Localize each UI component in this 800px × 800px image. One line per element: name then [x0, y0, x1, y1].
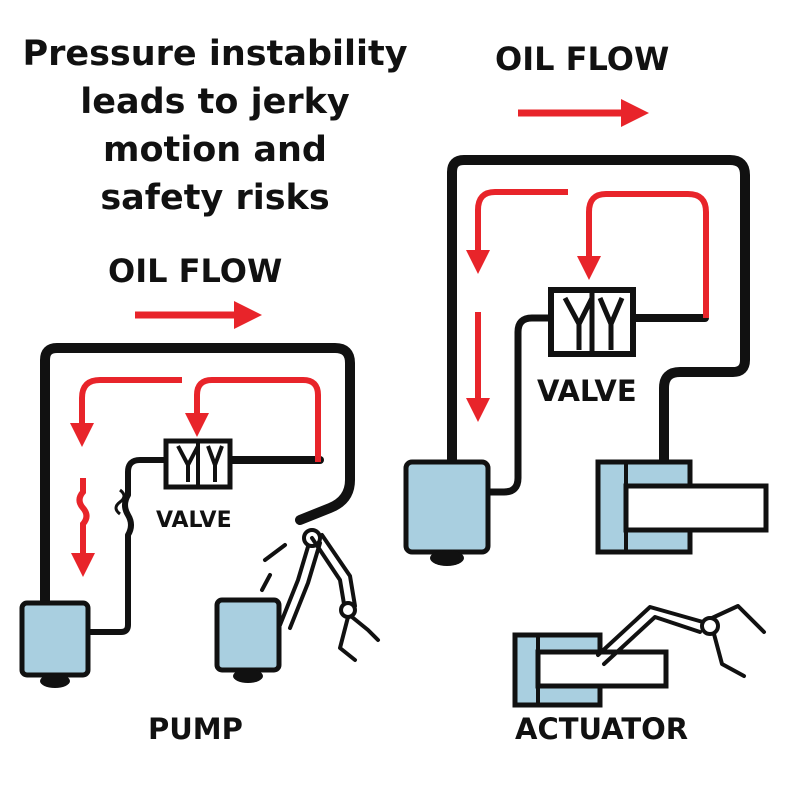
- headline-line-2: leads to jerky: [80, 82, 350, 122]
- right-valve-label: VALVE: [537, 374, 637, 408]
- headline-line-1: Pressure instability: [22, 34, 408, 74]
- left-valve-in-pipe: [87, 457, 168, 635]
- left-valve-label: VALVE: [156, 508, 232, 533]
- headline-line-3: motion and: [103, 130, 327, 170]
- headline-line-4: safety risks: [100, 178, 330, 218]
- right-circuit: [403, 99, 769, 708]
- right-pump-icon: [403, 459, 491, 566]
- right-flow-arrow-return: [466, 189, 568, 274]
- left-pump-icon: [19, 600, 91, 688]
- pump-label: PUMP: [148, 712, 243, 746]
- left-pulsation-mark: [114, 488, 126, 516]
- left-flow-arrow-down: [71, 478, 95, 577]
- right-valve-symbol-icon: [548, 287, 636, 357]
- right-robotic-arm-icon: [596, 604, 766, 678]
- actuator-label: ACTUATOR: [515, 712, 689, 746]
- left-robotic-arm-icon: [260, 528, 380, 662]
- left-pipe-loop: [40, 343, 355, 615]
- right-flow-arrow-loop: [577, 191, 709, 318]
- left-flow-arrow-loop: [185, 377, 321, 462]
- left-circuit: [19, 301, 380, 688]
- right-pipe-loop: [447, 155, 750, 470]
- right-actuator-cylinder-icon: [595, 459, 769, 555]
- left-motor-unit-icon: [214, 597, 282, 683]
- left-flow-arrow-return: [70, 377, 182, 447]
- left-valve-symbol-icon: [163, 438, 233, 490]
- right-valve-in-pipe: [484, 314, 555, 496]
- headline: Pressure instability leads to jerky moti…: [0, 30, 430, 222]
- right-lower-cylinder-icon: [512, 632, 669, 708]
- left-oil-flow-label: OIL FLOW: [108, 252, 283, 290]
- right-oil-flow-label: OIL FLOW: [495, 40, 670, 78]
